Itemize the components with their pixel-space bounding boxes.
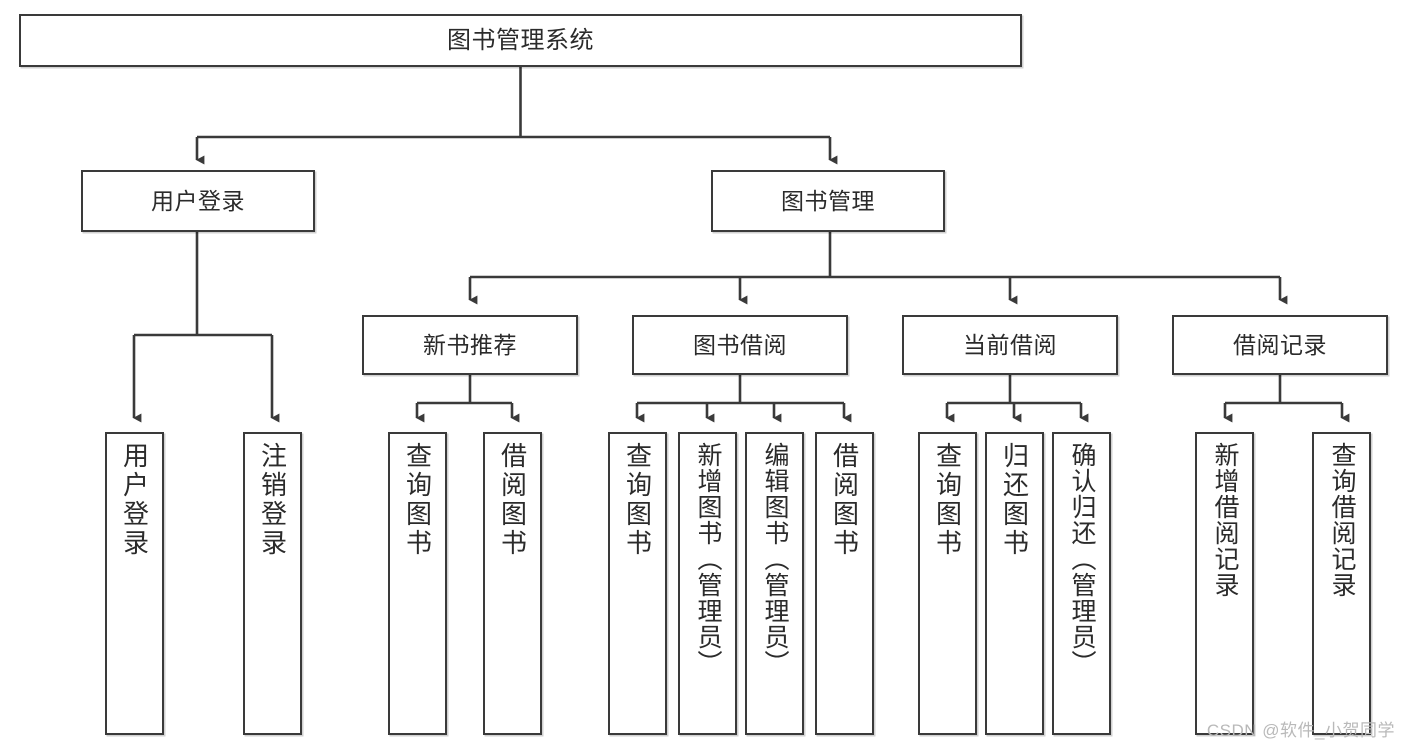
leaf-borrow-record-query[interactable]: 查询借阅记录 — [1312, 432, 1371, 735]
node-label: 图书借阅 — [693, 331, 787, 358]
node-label: 借阅图书 — [829, 442, 860, 558]
leaf-borrow-record-add[interactable]: 新增借阅记录 — [1195, 432, 1254, 735]
node-label: 编辑图书（管理员） — [761, 442, 789, 676]
node-label: 新增图书（管理员） — [694, 442, 722, 676]
leaf-new-book-query[interactable]: 查询图书 — [388, 432, 447, 735]
node-borrow-record[interactable]: 借阅记录 — [1172, 315, 1388, 375]
node-book-borrow[interactable]: 图书借阅 — [632, 315, 848, 375]
node-label: 用户登录 — [119, 442, 150, 558]
leaf-user-login-login[interactable]: 用户登录 — [105, 432, 164, 735]
node-root-book-management-system[interactable]: 图书管理系统 — [19, 14, 1022, 67]
leaf-book-borrow-query[interactable]: 查询图书 — [608, 432, 667, 735]
node-label: 新增借阅记录 — [1211, 442, 1239, 598]
node-label: 图书管理 — [781, 187, 875, 214]
leaf-current-borrow-return[interactable]: 归还图书 — [985, 432, 1044, 735]
leaf-new-book-borrow[interactable]: 借阅图书 — [483, 432, 542, 735]
node-label: 借阅图书 — [497, 442, 528, 558]
node-label: 查询借阅记录 — [1328, 442, 1356, 598]
leaf-book-borrow-borrow[interactable]: 借阅图书 — [815, 432, 874, 735]
csdn-watermark: CSDN @软件_小贺同学 — [1206, 721, 1395, 740]
leaf-book-borrow-edit-admin[interactable]: 编辑图书（管理员） — [745, 432, 804, 735]
node-book-management[interactable]: 图书管理 — [711, 170, 945, 232]
leaf-book-borrow-add-admin[interactable]: 新增图书（管理员） — [678, 432, 737, 735]
node-label: 查询图书 — [402, 442, 433, 558]
node-label: 确认归还（管理员） — [1068, 442, 1096, 676]
leaf-current-borrow-confirm-admin[interactable]: 确认归还（管理员） — [1052, 432, 1111, 735]
node-label: 当前借阅 — [963, 331, 1057, 358]
node-label: 查询图书 — [932, 442, 963, 558]
leaf-current-borrow-query[interactable]: 查询图书 — [918, 432, 977, 735]
node-label: 借阅记录 — [1233, 331, 1327, 358]
node-label: 注销登录 — [257, 442, 288, 558]
node-label: 用户登录 — [151, 187, 245, 214]
node-label: 新书推荐 — [423, 331, 517, 358]
node-label: 图书管理系统 — [447, 26, 594, 54]
node-user-login[interactable]: 用户登录 — [81, 170, 315, 232]
node-current-borrow[interactable]: 当前借阅 — [902, 315, 1118, 375]
leaf-user-login-logout[interactable]: 注销登录 — [243, 432, 302, 735]
node-new-book-recommend[interactable]: 新书推荐 — [362, 315, 578, 375]
node-label: 查询图书 — [622, 442, 653, 558]
node-label: 归还图书 — [999, 442, 1030, 558]
